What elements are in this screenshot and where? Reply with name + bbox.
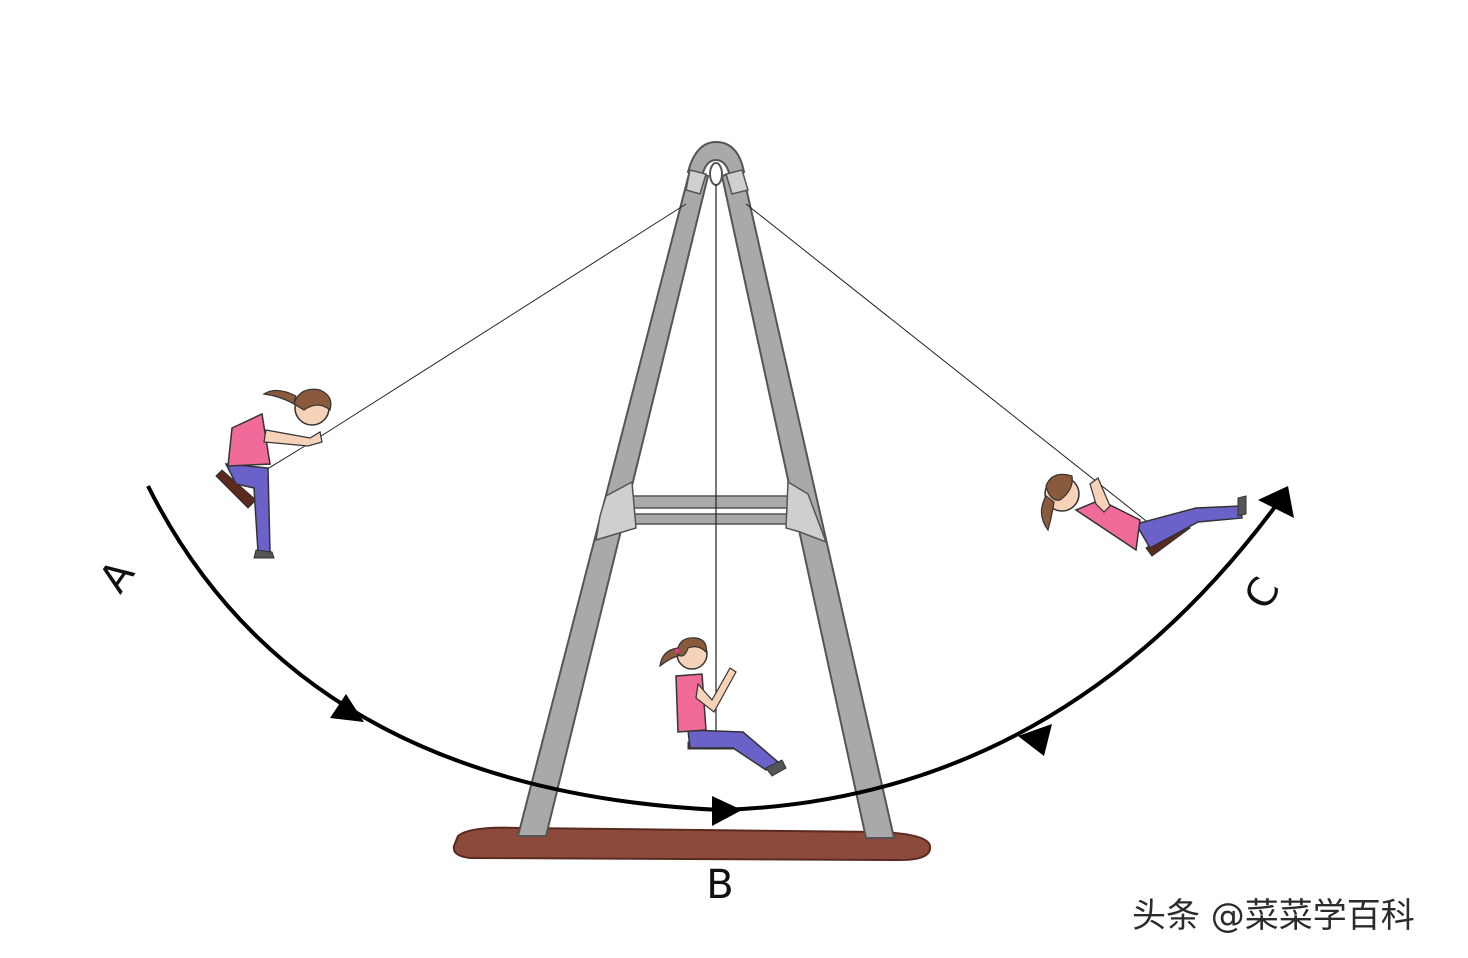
bracket-right [785, 480, 828, 544]
path-arrow-b [712, 796, 742, 826]
label-a: A [91, 552, 145, 601]
pivot-ring [709, 162, 723, 186]
label-b: B [706, 862, 733, 908]
crossbar-upper [629, 495, 791, 509]
path-arrow-c [1018, 724, 1052, 756]
rope-right [745, 203, 1151, 525]
girl-position-c [1040, 473, 1247, 557]
crossbar-lower [623, 513, 795, 525]
label-c: C [1236, 570, 1290, 617]
girl-position-b [659, 637, 787, 777]
bracket-left [595, 480, 637, 542]
path-arrow-a [330, 694, 364, 722]
swing-motion-path [146, 485, 1282, 813]
path-arrow-end [1258, 486, 1294, 518]
watermark-text: 头条 @菜菜学百科 [1132, 896, 1415, 936]
ground-base [452, 826, 932, 862]
frame-top-bracket-left [685, 169, 707, 195]
rope-left [317, 203, 687, 439]
frame-top-bracket-right [725, 169, 749, 195]
girl-position-a [215, 388, 332, 559]
